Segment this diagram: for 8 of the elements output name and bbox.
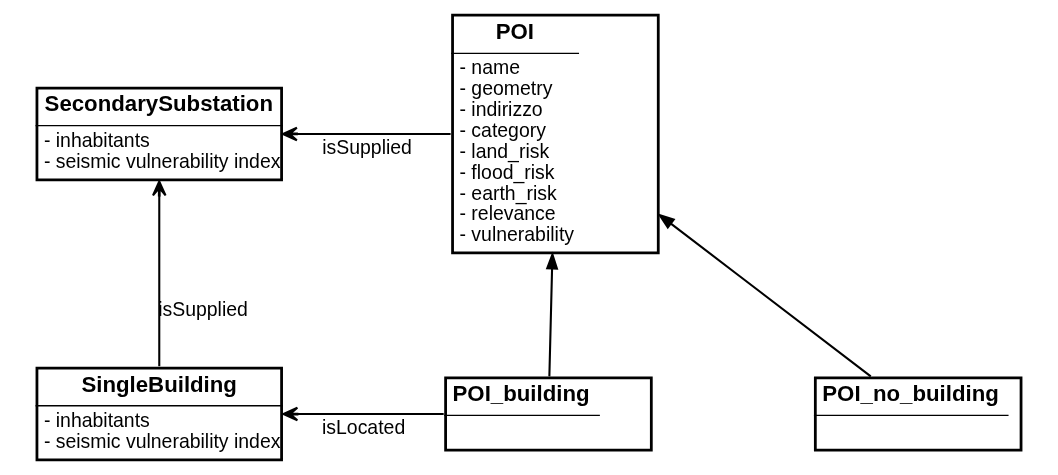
edge-label: isLocated	[321, 415, 406, 438]
edge-label: isSupplied	[322, 135, 412, 158]
arrow	[282, 406, 444, 422]
arrow	[657, 213, 872, 378]
arrow	[281, 126, 451, 142]
edge-label: isSupplied	[158, 297, 248, 320]
arrow	[545, 251, 559, 377]
arrow	[151, 180, 167, 367]
